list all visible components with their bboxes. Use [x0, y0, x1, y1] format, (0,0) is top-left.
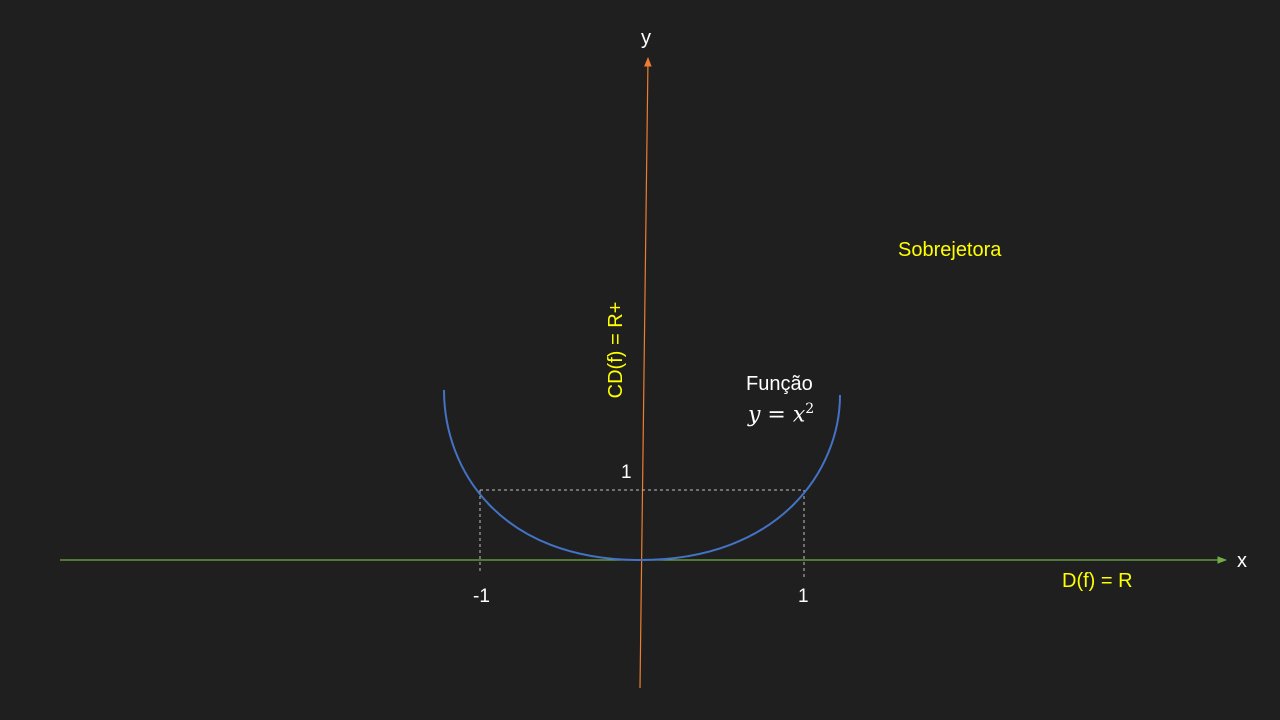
y-axis	[639, 57, 652, 689]
parabola-curve	[443, 389, 841, 562]
function-formula-exponent: 2	[805, 401, 815, 417]
domain-label: D(f) = R	[1062, 570, 1133, 592]
codomain-label: CD(f) = R+	[605, 301, 627, 399]
tick-label-y1: 1	[621, 462, 632, 483]
tick-label-x-neg1: -1	[473, 586, 490, 607]
tick-label-x1: 1	[798, 586, 809, 607]
function-formula-base: y = x	[748, 402, 806, 428]
x-axis-label: x	[1237, 550, 1247, 572]
function-formula: y = x2	[748, 402, 814, 426]
function-title: Função	[746, 373, 813, 395]
y-axis-label: y	[641, 27, 651, 49]
classification-label: Sobrejetora	[898, 239, 1002, 261]
